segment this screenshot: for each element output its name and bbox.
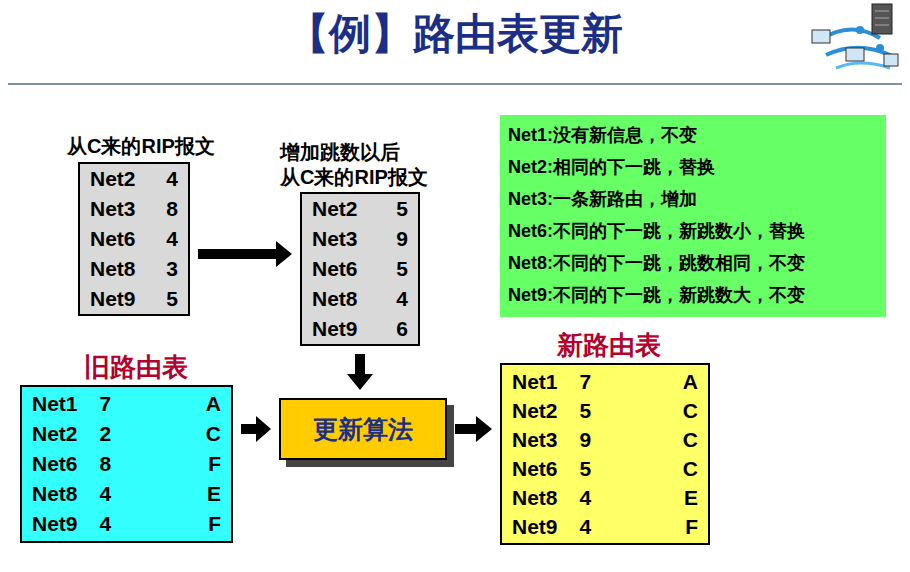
table-cell: 4 (580, 483, 661, 512)
table-cell: Net8 (90, 254, 144, 284)
table-cell: 6 (396, 314, 408, 344)
table-cell: 5 (166, 284, 178, 314)
table-cell: 9 (580, 425, 661, 454)
table-cell: 4 (396, 284, 408, 314)
note-line: Net9:不同的下一跳，新跳数大，不变 (508, 279, 805, 311)
table-grid: Net1:没有新信息，不变Net2:相同的下一跳，替换Net3:一条新路由，增加… (508, 119, 878, 311)
table-cell: F (206, 449, 221, 479)
table-box: 从C来的RIP报文Net24Net38Net64Net83Net95 (78, 162, 190, 316)
table-cell: Net9 (512, 512, 558, 541)
table-heading: 旧路由表 (84, 350, 188, 385)
note-line: Net3:一条新路由，增加 (508, 183, 805, 215)
table-cell: A (206, 389, 221, 419)
table-cell: 3 (166, 254, 178, 284)
table-cell: Net1 (32, 389, 78, 419)
table-box: 旧路由表Net17ANet22CNet68FNet84ENet94F (20, 385, 233, 543)
block-arrow (455, 416, 492, 442)
table-cell: Net2 (512, 396, 558, 425)
table-cell: 5 (396, 194, 408, 224)
note-line: Net2:相同的下一跳，替换 (508, 151, 805, 183)
table-grid: Net25Net39Net65Net84Net96 (312, 194, 408, 344)
table-cell: 4 (166, 164, 178, 194)
table-cell: Net9 (312, 314, 374, 344)
table-cell: Net8 (312, 284, 374, 314)
table-cell: 9 (396, 224, 408, 254)
table-cell: Net2 (32, 419, 78, 449)
table-cell: 8 (166, 194, 178, 224)
table-grid: Net1 7A Net2 2C Net6 8F Net8 4E Net9 4F (32, 389, 221, 539)
table-cell: C (206, 419, 221, 449)
table-heading: 从C来的RIP报文 (67, 133, 215, 160)
table-cell: 4 (166, 224, 178, 254)
block-arrow (347, 354, 373, 390)
table-cell: C (683, 396, 698, 425)
table-cell: Net9 (32, 509, 78, 539)
table-cell: Net6 (32, 449, 78, 479)
table-cell: 7 (580, 367, 661, 396)
block-arrow (241, 416, 271, 442)
table-heading: 增加跳数以后 从C来的RIP报文 (280, 140, 480, 190)
table-cell: F (206, 509, 221, 539)
table-cell: Net3 (312, 224, 374, 254)
block-arrow (198, 241, 292, 267)
table-box: 新路由表Net17ANet25CNet39CNet65CNet84ENet94F (500, 363, 710, 545)
table-cell: Net3 (90, 194, 144, 224)
table-cell: F (683, 512, 698, 541)
table-cell: E (206, 479, 221, 509)
table-cell: A (683, 367, 698, 396)
table-cell: C (683, 454, 698, 483)
note-line: Net6:不同的下一跳，新跳数小，替换 (508, 215, 805, 247)
table-grid: Net1 7A Net2 5C Net3 9C Net6 5C Net8 4E Net9 4F (512, 367, 698, 541)
table-cell: E (683, 483, 698, 512)
table-cell: 4 (100, 509, 184, 539)
table-cell: Net8 (32, 479, 78, 509)
table-cell: C (683, 425, 698, 454)
table-cell: Net1 (512, 367, 558, 396)
table-cell: Net2 (312, 194, 374, 224)
network-icon (812, 4, 898, 68)
table-grid: Net24Net38Net64Net83Net95 (90, 164, 178, 314)
table-cell: Net6 (90, 224, 144, 254)
table-cell: 2 (100, 419, 184, 449)
table-cell: Net2 (90, 164, 144, 194)
table-box: 增加跳数以后 从C来的RIP报文Net25Net39Net65Net84Net9… (300, 192, 420, 346)
table-box: 更新算法 (279, 398, 447, 460)
table-cell: 5 (396, 254, 408, 284)
title-rule (8, 83, 902, 85)
table-cell: Net8 (512, 483, 558, 512)
table-cell: Net6 (312, 254, 374, 284)
table-cell: Net3 (512, 425, 558, 454)
table-cell: Net6 (512, 454, 558, 483)
title: 【例】路由表更新 (0, 6, 910, 62)
note-line: Net1:没有新信息，不变 (508, 119, 805, 151)
table-cell: 7 (100, 389, 184, 419)
table-box: Net1:没有新信息，不变Net2:相同的下一跳，替换Net3:一条新路由，增加… (500, 115, 886, 317)
table-cell: 4 (580, 512, 661, 541)
table-cell: 4 (100, 479, 184, 509)
table-cell: 5 (580, 454, 661, 483)
note-line: Net8:不同的下一跳，跳数相同，不变 (508, 247, 805, 279)
table-cell: 5 (580, 396, 661, 425)
table-cell: 8 (100, 449, 184, 479)
table-cell: Net9 (90, 284, 144, 314)
process-label: 更新算法 (301, 413, 425, 446)
table-heading: 新路由表 (557, 328, 661, 363)
